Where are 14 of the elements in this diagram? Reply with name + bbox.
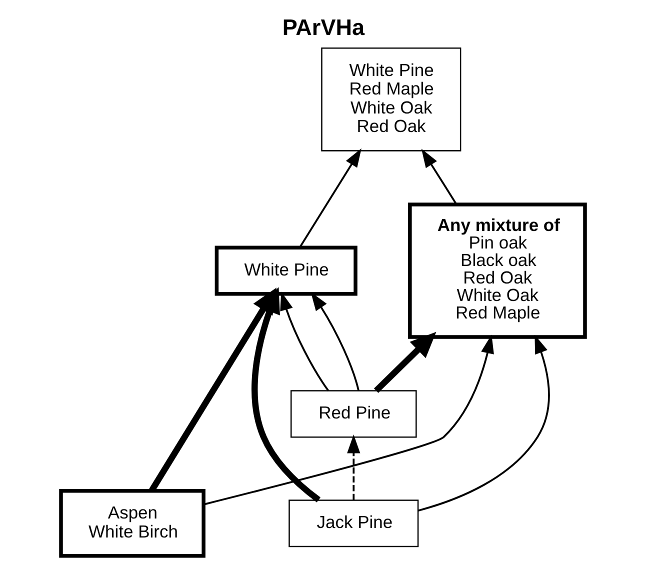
node-box: Any mixture of Pin oak Black oak Red Oak White Oak Red Maple	[408, 202, 587, 339]
node-box: White Pine	[214, 246, 358, 296]
arrow	[421, 148, 458, 205]
arrow	[280, 292, 330, 392]
node-box: Red Pine	[290, 390, 417, 438]
arrow	[299, 148, 362, 248]
arrow	[204, 334, 494, 506]
diagram-title: PArVHa	[282, 14, 364, 40]
arrow	[374, 332, 436, 393]
node-box: White Pine Red Maple White Oak Red Oak	[321, 48, 462, 152]
arrow	[418, 334, 550, 512]
node-box: Aspen White Birch	[59, 488, 206, 558]
node-box: Jack Pine	[288, 500, 419, 548]
arrow	[347, 434, 360, 500]
